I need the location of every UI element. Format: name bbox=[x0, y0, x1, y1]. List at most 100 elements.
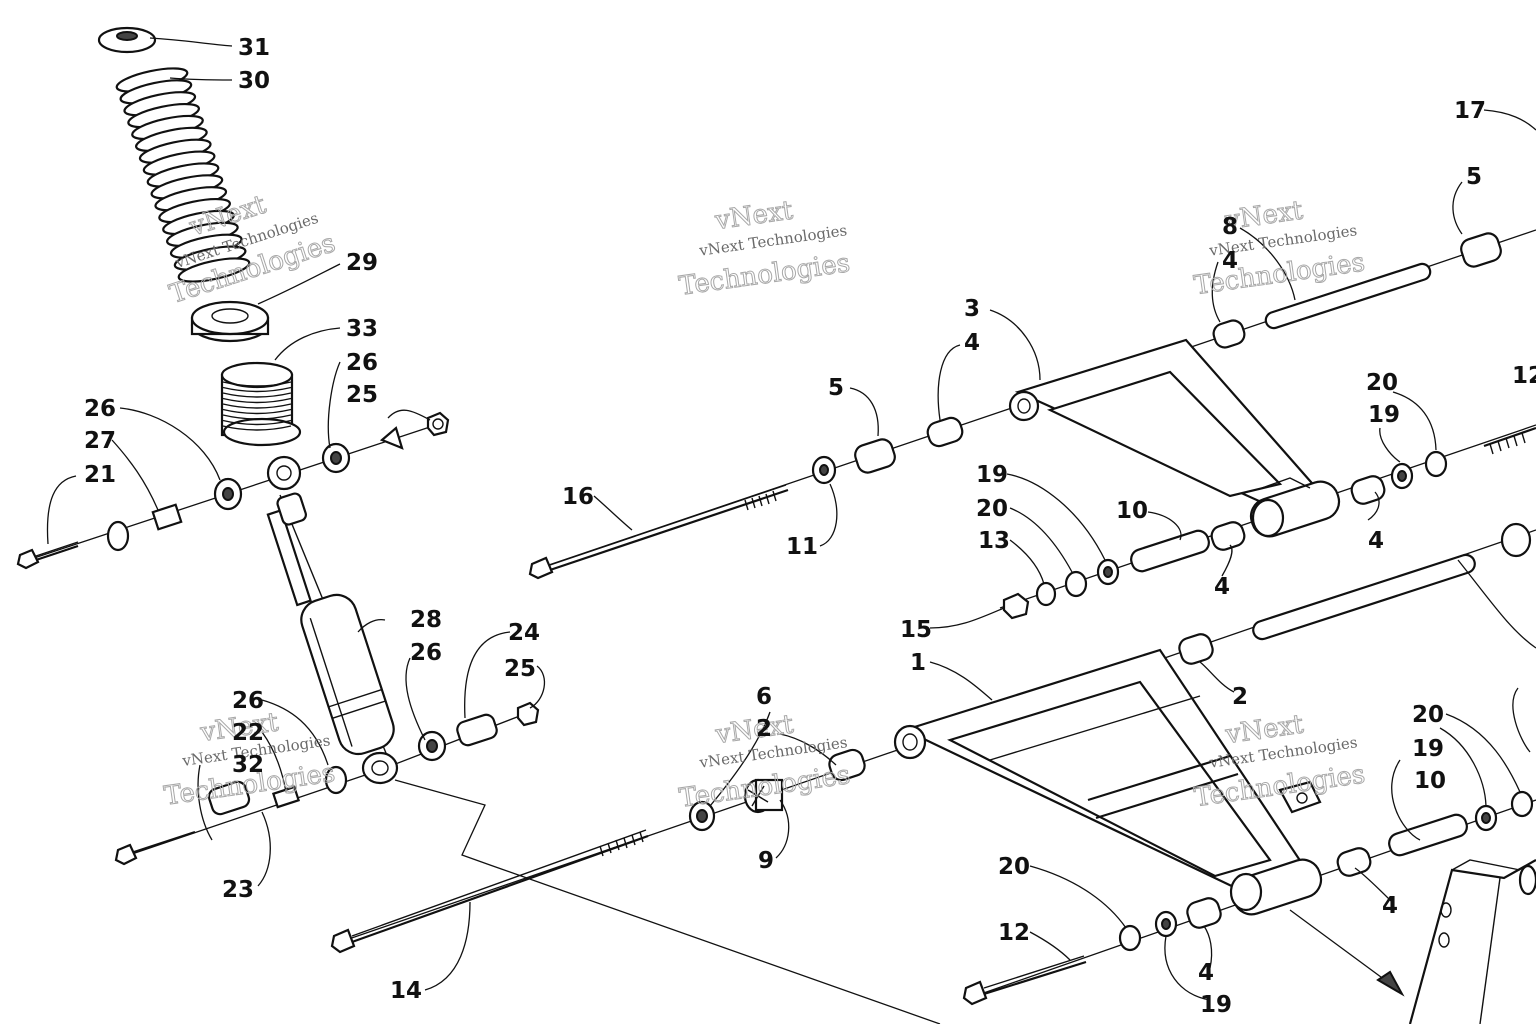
callout-17: 17 bbox=[1454, 98, 1486, 124]
callout-14: 14 bbox=[390, 978, 422, 1004]
lower-a-arm-icon bbox=[893, 648, 1323, 916]
callout-19: 19 bbox=[1412, 736, 1444, 762]
bolt-21-icon bbox=[16, 541, 79, 570]
bolt-16-icon bbox=[528, 484, 789, 580]
upper-mount-hardware bbox=[16, 411, 450, 570]
bolt-14-icon bbox=[330, 829, 649, 954]
leader-lines bbox=[46, 37, 1536, 1001]
callout-9: 9 bbox=[758, 848, 774, 874]
shaft-upper-icon bbox=[1252, 553, 1476, 641]
sleeve-10a-icon bbox=[1130, 529, 1210, 573]
washer-20c-icon bbox=[1118, 924, 1142, 952]
callout-15: 15 bbox=[900, 617, 932, 643]
adjuster-nut-icon bbox=[190, 300, 270, 343]
callout-25: 25 bbox=[346, 382, 378, 408]
shock-rod-icon bbox=[266, 508, 312, 607]
callout-16: 16 bbox=[562, 484, 594, 510]
shaft-8-icon bbox=[1264, 262, 1432, 330]
washer-20b-icon bbox=[1064, 570, 1088, 598]
washer-20d-icon bbox=[1510, 790, 1534, 818]
callout-1: 1 bbox=[910, 650, 926, 676]
callout-4: 4 bbox=[1214, 574, 1230, 600]
bushing-2b-icon bbox=[828, 748, 866, 782]
callout-10: 10 bbox=[1414, 768, 1446, 794]
upper-eye-icon bbox=[266, 455, 302, 491]
bushing-4d-icon bbox=[1210, 521, 1246, 551]
callout-26: 26 bbox=[346, 350, 378, 376]
nut-25b-icon bbox=[516, 701, 540, 727]
bushing-2a-icon bbox=[1178, 633, 1214, 665]
watermark-center-top: vNext vNext Technologies Technologies bbox=[677, 195, 853, 302]
callout-5: 5 bbox=[1466, 164, 1482, 190]
callout-26: 26 bbox=[232, 688, 264, 714]
bushing-4f-icon bbox=[1186, 897, 1222, 929]
callout-30: 30 bbox=[238, 68, 270, 94]
upper-a-arm-icon bbox=[1008, 338, 1341, 538]
callout-13: 13 bbox=[978, 528, 1010, 554]
watermark-right-bottom: vNext vNext Technologies Technologies bbox=[1192, 709, 1368, 814]
coil-spring-icon bbox=[115, 67, 251, 283]
callout-12: 12 bbox=[998, 920, 1030, 946]
callout-8: 8 bbox=[1222, 214, 1238, 240]
spindle-frame-icon bbox=[1289, 859, 1536, 1024]
threaded-collar-icon bbox=[220, 361, 302, 447]
callout-2: 2 bbox=[756, 716, 772, 742]
sleeve-10b-icon bbox=[1388, 813, 1468, 857]
callout-4: 4 bbox=[1382, 893, 1398, 919]
nut-25-icon bbox=[426, 411, 450, 437]
bushing-right-icon bbox=[1500, 522, 1532, 558]
bushing-5a-icon bbox=[854, 438, 896, 474]
callout-4: 4 bbox=[1198, 960, 1214, 986]
clip-25-icon bbox=[379, 426, 404, 450]
callout-11: 11 bbox=[786, 534, 818, 560]
spring-shock-assembly bbox=[97, 26, 399, 785]
bushing-5b-icon bbox=[1460, 232, 1502, 268]
bolt-32-icon bbox=[114, 830, 196, 866]
callout-10: 10 bbox=[1116, 498, 1148, 524]
bushing-9-icon bbox=[743, 778, 784, 814]
lower-eye-icon bbox=[361, 751, 399, 785]
bushing-4b-icon bbox=[1212, 319, 1246, 349]
bushing-4e-icon bbox=[1336, 847, 1372, 877]
callout-26: 26 bbox=[410, 640, 442, 666]
callout-27: 27 bbox=[84, 428, 116, 454]
washer-26c-icon bbox=[324, 765, 348, 795]
callout-5: 5 bbox=[828, 375, 844, 401]
callout-21: 21 bbox=[84, 462, 116, 488]
shock-body-icon bbox=[300, 593, 395, 756]
callout-20: 20 bbox=[1366, 370, 1398, 396]
callout-19: 19 bbox=[1200, 992, 1232, 1018]
callout-25: 25 bbox=[504, 656, 536, 682]
callout-20: 20 bbox=[998, 854, 1030, 880]
callout-19: 19 bbox=[976, 462, 1008, 488]
bushing-4a-icon bbox=[926, 416, 964, 448]
callout-20: 20 bbox=[1412, 702, 1444, 728]
callout-29: 29 bbox=[346, 250, 378, 276]
bolt-12b-icon bbox=[962, 955, 1087, 1006]
callout-19: 19 bbox=[1368, 402, 1400, 428]
callout-33: 33 bbox=[346, 316, 378, 342]
nut-15-icon bbox=[1002, 592, 1030, 620]
callout-31: 31 bbox=[238, 35, 270, 61]
bushing-27-icon bbox=[151, 503, 183, 531]
callout-28: 28 bbox=[410, 607, 442, 633]
callout-22: 22 bbox=[232, 720, 264, 746]
callout-4: 4 bbox=[964, 330, 980, 356]
bushing-23-icon bbox=[207, 780, 251, 816]
watermark-right-top: vNext vNext Technologies Technologies bbox=[1192, 195, 1368, 302]
callout-23: 23 bbox=[222, 877, 254, 903]
callout-24: 24 bbox=[508, 620, 540, 646]
bushing-4c-icon bbox=[1350, 475, 1386, 505]
spring-cap-icon bbox=[97, 26, 157, 54]
spacer-27-icon bbox=[106, 520, 130, 552]
callout-32: 32 bbox=[232, 752, 264, 778]
bushing-24-icon bbox=[456, 713, 498, 747]
callout-labels: 31 30 29 33 26 25 26 27 21 28 26 24 25 2… bbox=[84, 35, 1536, 1018]
spacer-22-icon bbox=[271, 785, 301, 809]
callout-3: 3 bbox=[964, 296, 980, 322]
callout-4: 4 bbox=[1222, 248, 1238, 274]
callout-26: 26 bbox=[84, 396, 116, 422]
callout-20: 20 bbox=[976, 496, 1008, 522]
